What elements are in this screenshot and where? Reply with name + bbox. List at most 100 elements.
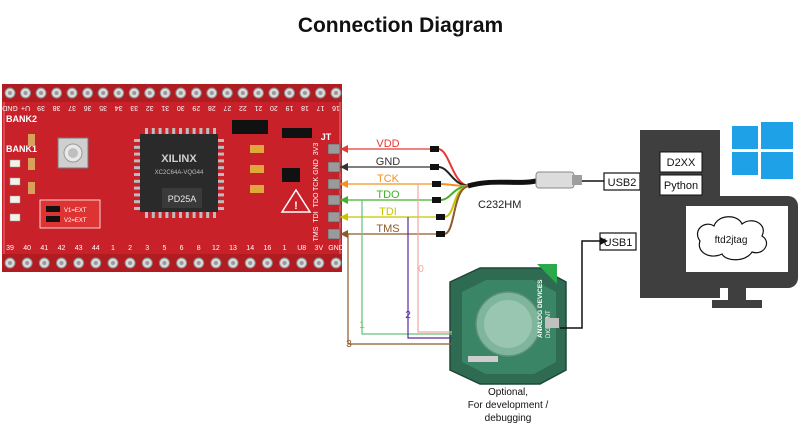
lead-connector [436, 214, 445, 220]
analog-discovery: ANALOG DEVICES DIGILENT Optional, For de… [450, 264, 566, 424]
channel-probes: 0123 [346, 184, 452, 350]
pin-label: 41 [40, 245, 48, 252]
jtag-pin-label: GND [313, 159, 320, 175]
signal-wires: VDD GND TCK TDO TDI TMS [340, 138, 436, 238]
signal-label: GND [376, 156, 401, 168]
led [10, 196, 20, 203]
usb-tip [572, 175, 582, 185]
capacitor [250, 185, 264, 193]
pin-label: 22 [239, 104, 247, 111]
resistor [28, 134, 35, 146]
jtag-pin [328, 229, 340, 239]
analyzer-caption-2: For development / [468, 400, 549, 411]
regulator-label: PD25A [168, 194, 197, 204]
pin-label: 12 [212, 245, 220, 252]
channel-label: 3 [346, 339, 352, 350]
pin-label: 21 [254, 104, 262, 111]
pin-label: 31 [161, 104, 169, 111]
led [10, 214, 20, 221]
signal-gnd: GND [340, 156, 430, 171]
lead-connector [432, 197, 441, 203]
reset-button [58, 138, 88, 168]
pin-label: 1 [111, 245, 115, 252]
d2xx-label: D2XX [667, 157, 696, 169]
signal-label: TCK [377, 173, 400, 185]
channel-0: 0 [418, 184, 452, 332]
analyzer-dial-inner [484, 300, 532, 348]
c232hm-cable: C232HM [430, 146, 582, 237]
pin-label: 28 [208, 104, 216, 111]
pin-label: 35 [99, 104, 107, 111]
pin-label: 3V [315, 245, 324, 252]
bank-top-label: BANK2 [6, 114, 37, 124]
resistor [28, 182, 35, 194]
signal-label: VDD [376, 138, 399, 150]
signal-vdd: VDD [340, 138, 430, 153]
channel-label: 0 [418, 264, 424, 275]
python-label: Python [664, 180, 698, 192]
pin-label: 20 [270, 104, 278, 111]
svg-text:V2=EXT: V2=EXT [64, 218, 87, 224]
pin-label: U+ [21, 104, 30, 111]
jtag-pin [328, 144, 340, 154]
pin-label: 32 [146, 104, 154, 111]
pin-label: 14 [246, 245, 254, 252]
signal-tms: TMS [340, 223, 436, 238]
pin-label: 2 [128, 245, 132, 252]
pin-label: 44 [92, 245, 100, 252]
jtag-pin [328, 179, 340, 189]
pin-label: 13 [229, 245, 237, 252]
pin-label: 5 [162, 245, 166, 252]
pin-label: 34 [115, 104, 123, 111]
led [10, 178, 20, 185]
cable-label: C232HM [478, 199, 521, 211]
pin-label: 38 [53, 104, 61, 111]
pin-label: 3 [145, 245, 149, 252]
jumper [282, 128, 312, 138]
jtag-pin [328, 162, 340, 172]
pin-label: 1 [283, 245, 287, 252]
pin-label: 16 [332, 104, 340, 111]
signal-label: TDI [379, 206, 397, 218]
pin-label: 29 [192, 104, 200, 111]
pc-illustration: D2XX Python ftd2jtag [640, 122, 798, 308]
pin-label: 30 [177, 104, 185, 111]
chip-part: XC2C64A-VQG44 [155, 170, 204, 176]
analyzer-caption-1: Optional, [488, 387, 528, 398]
lead-connector [430, 164, 439, 170]
channel-label: 2 [405, 310, 411, 321]
jtag-pin-label: TMS [313, 226, 320, 241]
analyzer-caption-3: debugging [485, 413, 532, 424]
signal-label: TMS [376, 223, 399, 235]
pin-label: 6 [180, 245, 184, 252]
pin-label: 40 [23, 245, 31, 252]
svg-text:V1=EXT: V1=EXT [64, 208, 87, 214]
pin-label: 17 [316, 104, 324, 111]
jtag-pin [328, 195, 340, 205]
signal-label: TDO [376, 189, 400, 201]
led [10, 160, 20, 167]
pin-label: GND [2, 104, 18, 111]
usb-plug [536, 172, 574, 188]
pin-label: U8 [297, 245, 306, 252]
pin-label: 33 [130, 104, 138, 111]
lead-connector [436, 231, 445, 237]
cpld-board: GNDU+39383736353433323130292827222120191… [2, 84, 344, 272]
analyzer-brand: ANALOG DEVICES [537, 279, 544, 338]
jumper [282, 168, 300, 182]
pin-label: 36 [84, 104, 92, 111]
jtag-pin-label: 3V3 [313, 143, 320, 156]
usb1-label: USB1 [604, 237, 633, 249]
resistor [28, 158, 35, 170]
jtag-pin-label: TCK [313, 177, 320, 191]
bottom-header-strip [2, 254, 342, 272]
cloud-label: ftd2jtag [715, 235, 748, 246]
capacitor [250, 165, 264, 173]
lead-connector [430, 146, 439, 152]
pin-label: GND [328, 245, 344, 252]
signal-tdi: TDI [340, 206, 436, 221]
pin-label: 19 [285, 104, 293, 111]
capacitor [250, 145, 264, 153]
jtag-pin-label: TDI [313, 211, 320, 222]
